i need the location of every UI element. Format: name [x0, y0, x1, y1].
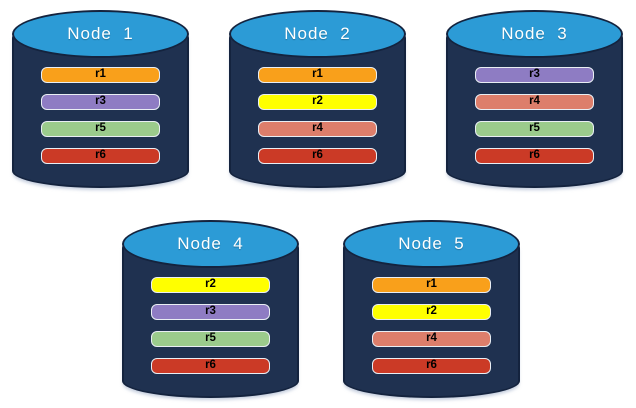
replica-label: r6 [205, 359, 216, 372]
replica-bar: r1 [372, 277, 491, 293]
replica-bar: r2 [151, 277, 270, 293]
replica-label: r2 [312, 95, 323, 108]
node-2-replica-list: r1 r2 r4 r6 [258, 67, 377, 175]
node-title: Node 4 [177, 234, 244, 253]
replica-bar: r4 [475, 94, 594, 110]
replica-label: r4 [426, 332, 437, 345]
replica-bar: r4 [258, 121, 377, 137]
replica-bar: r2 [258, 94, 377, 110]
replica-label: r1 [426, 278, 437, 291]
replica-label: r1 [95, 68, 106, 81]
node-title: Node 5 [398, 234, 465, 253]
replica-label: r3 [95, 95, 106, 108]
node-4-replica-list: r2 r3 r5 r6 [151, 277, 270, 385]
replica-label: r6 [312, 149, 323, 162]
node-3: Node 3 r3 r4 r5 r6 [446, 10, 623, 188]
replica-bar: r5 [41, 121, 160, 137]
node-5: Node 5 r1 r2 r4 r6 [343, 220, 520, 398]
replica-label: r4 [529, 95, 540, 108]
node-2: Node 2 r1 r2 r4 r6 [229, 10, 406, 188]
node-title: Node 1 [67, 24, 134, 43]
node-1-cylinder-top: Node 1 [12, 10, 189, 58]
node-2-cylinder-top: Node 2 [229, 10, 406, 58]
node-1: Node 1 r1 r3 r5 r6 [12, 10, 189, 188]
replica-label: r1 [312, 68, 323, 81]
node-4: Node 4 r2 r3 r5 r6 [122, 220, 299, 398]
replica-bar: r6 [475, 148, 594, 164]
node-3-replica-list: r3 r4 r5 r6 [475, 67, 594, 175]
replica-label: r3 [529, 68, 540, 81]
node-5-replica-list: r1 r2 r4 r6 [372, 277, 491, 385]
replica-label: r6 [95, 149, 106, 162]
replica-bar: r6 [41, 148, 160, 164]
node-title: Node 2 [284, 24, 351, 43]
replica-label: r6 [529, 149, 540, 162]
node-title: Node 3 [501, 24, 568, 43]
node-3-cylinder-top: Node 3 [446, 10, 623, 58]
replica-bar: r3 [475, 67, 594, 83]
replica-bar: r1 [258, 67, 377, 83]
replica-bar: r6 [258, 148, 377, 164]
replica-bar: r6 [151, 358, 270, 374]
replica-label: r5 [529, 122, 540, 135]
replica-label: r6 [426, 359, 437, 372]
node-5-cylinder-top: Node 5 [343, 220, 520, 268]
node-4-cylinder-top: Node 4 [122, 220, 299, 268]
replica-label: r2 [426, 305, 437, 318]
replica-bar: r3 [151, 304, 270, 320]
replica-bar: r5 [151, 331, 270, 347]
replica-label: r4 [312, 122, 323, 135]
replica-bar: r3 [41, 94, 160, 110]
replica-label: r2 [205, 278, 216, 291]
replica-label: r5 [205, 332, 216, 345]
replica-bar: r1 [41, 67, 160, 83]
replica-bar: r4 [372, 331, 491, 347]
replica-label: r3 [205, 305, 216, 318]
replica-label: r5 [95, 122, 106, 135]
node-1-replica-list: r1 r3 r5 r6 [41, 67, 160, 175]
replica-bar: r2 [372, 304, 491, 320]
replica-bar: r5 [475, 121, 594, 137]
replica-bar: r6 [372, 358, 491, 374]
